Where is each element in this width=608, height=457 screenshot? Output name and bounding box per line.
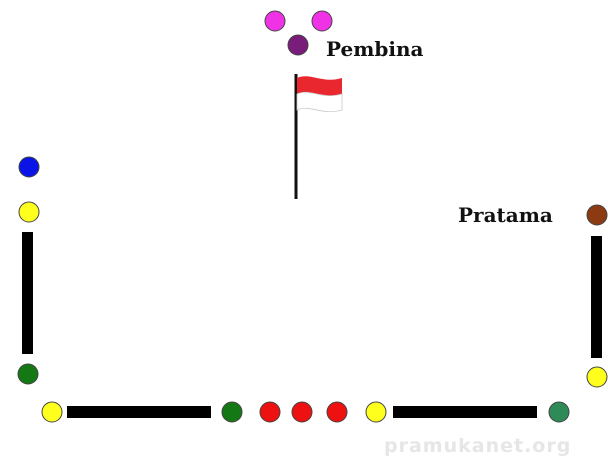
- pembina-dot-magenta-right: [311, 10, 333, 32]
- pratama-label: Pratama: [458, 203, 553, 227]
- bottom-dot-teal-green: [548, 401, 570, 423]
- pembina-label: Pembina: [326, 37, 424, 61]
- left-vertical-bar: [22, 232, 33, 354]
- bottom-bar-left: [67, 406, 211, 418]
- flag-red-band: [297, 76, 342, 96]
- right-dot-brown: [586, 204, 608, 226]
- bottom-dot-red-3: [326, 401, 348, 423]
- bottom-bar-right: [393, 406, 537, 418]
- flag-white-band: [296, 91, 343, 113]
- right-vertical-bar: [591, 236, 602, 358]
- bottom-dot-yellow-2: [365, 401, 387, 423]
- left-dot-blue: [18, 156, 40, 178]
- watermark-text: pramukanet.org: [384, 435, 571, 457]
- pembina-dot-purple: [287, 34, 309, 56]
- right-dot-yellow: [586, 366, 608, 388]
- bottom-dot-red-1: [259, 401, 281, 423]
- pembina-dot-magenta-left: [264, 10, 286, 32]
- bottom-dot-red-2: [291, 401, 313, 423]
- bottom-dot-yellow-1: [41, 401, 63, 423]
- bottom-dot-dark-green: [221, 401, 243, 423]
- left-dot-yellow: [18, 201, 40, 223]
- left-dot-dark-green: [17, 363, 39, 385]
